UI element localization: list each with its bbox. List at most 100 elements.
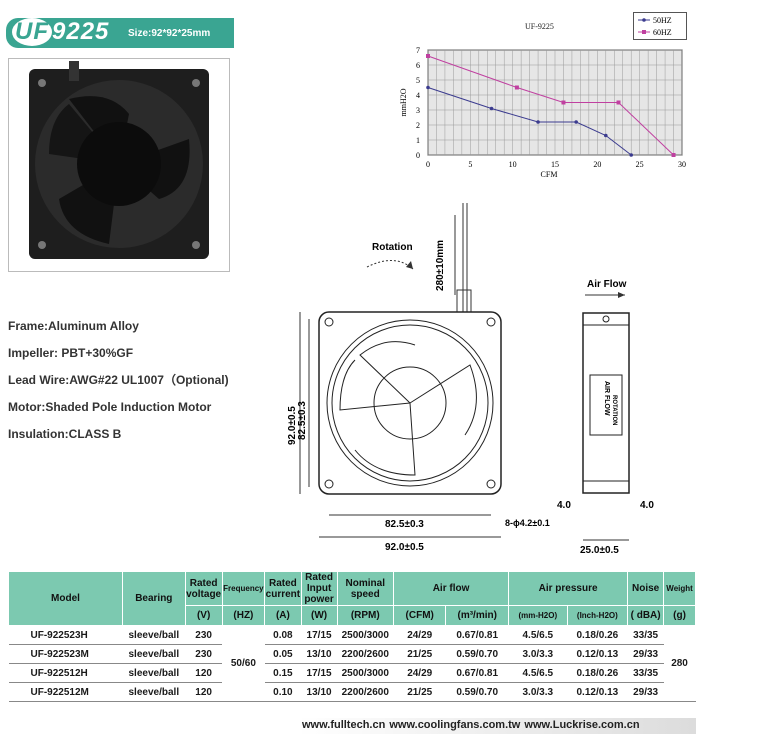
dim-outer-vertical: 92.0±0.5: [287, 406, 298, 445]
th-voltage: Rated voltage: [184, 571, 223, 606]
y-tick-label: 2: [416, 121, 420, 130]
spec-frame: Frame:Aluminum Alloy: [8, 319, 139, 333]
spec-list: Frame:Aluminum Alloy Impeller: PBT+30%GF…: [8, 318, 229, 453]
legend-50hz: 50HZ: [653, 16, 672, 25]
x-tick-label: 20: [593, 160, 601, 169]
cell-bearing: sleeve/ball: [122, 625, 186, 645]
x-tick-label: 0: [426, 160, 430, 169]
cell-power: 17/15: [301, 625, 338, 645]
rotation-arrow: [366, 260, 414, 270]
data-point: [616, 100, 621, 105]
chart-title: UF-9225: [525, 22, 554, 31]
data-point: [629, 153, 633, 157]
data-point: [489, 106, 494, 111]
unit-noise: ( dBA): [627, 605, 665, 626]
cell-noise: 33/35: [627, 663, 664, 683]
technical-drawing: Rotation 280±10mm 92.0±0.5 82.5±0.3 82.5…: [287, 203, 654, 556]
th-airflow: Air flow: [393, 571, 510, 606]
cell-mmh2o: 3.0/3.3: [508, 644, 568, 664]
data-point: [604, 133, 608, 138]
cell-cfm: 21/25: [393, 682, 446, 702]
series-line-50HZ: [427, 87, 632, 156]
cell-current: 0.05: [264, 644, 302, 664]
size-label: Size:92*92*25mm: [128, 28, 211, 39]
th-bearing: Bearing: [121, 571, 186, 626]
cell-speed: 2200/2600: [337, 644, 394, 664]
side-dim-left: 4.0: [557, 500, 571, 511]
table-row: UF-922512M sleeve/ball 120 0.10 13/10 22…: [8, 682, 696, 702]
cell-inch: 0.12/0.13: [567, 682, 628, 702]
x-tick-label: 25: [636, 160, 644, 169]
cell-speed: 2500/3000: [337, 625, 394, 645]
th-pressure: Air pressure: [508, 571, 629, 606]
unit-weight: (g): [663, 605, 696, 626]
cell-power: 17/15: [301, 663, 338, 683]
cell-noise: 33/35: [627, 625, 664, 645]
x-axis-label: CFM: [541, 170, 558, 179]
cell-voltage: 120: [185, 682, 223, 702]
cell-mmh2o: 3.0/3.3: [508, 682, 568, 702]
cell-mmh2o: 4.5/6.5: [508, 663, 568, 683]
unit-inchh2o: (Inch-H2O): [566, 605, 629, 626]
th-speed: Nominal speed: [336, 571, 395, 606]
cell-frequency: 50/60: [222, 625, 265, 702]
x-tick-label: 5: [468, 160, 472, 169]
y-tick-label: 4: [416, 91, 420, 100]
data-point: [536, 120, 540, 124]
y-tick-label: 1: [416, 136, 420, 145]
chart-legend: 50HZ 60HZ: [633, 12, 687, 40]
data-point: [426, 85, 430, 90]
x-tick-label: 10: [509, 160, 517, 169]
y-axis-label: mmH2O: [399, 88, 408, 116]
logo-model: 9225: [52, 18, 110, 45]
data-point: [426, 54, 430, 58]
spec-impeller: Impeller: PBT+30%GF: [8, 346, 134, 360]
cell-voltage: 230: [185, 644, 223, 664]
th-frequency: Frequency: [221, 571, 266, 606]
spec-lead-wire: Lead Wire:AWG#22 UL1007（Optional): [8, 373, 229, 387]
spec-motor: Motor:Shaded Pole Induction Motor: [8, 400, 212, 414]
table-row: UF-922523H sleeve/ball 230 50/60 0.08 17…: [8, 625, 696, 702]
table-row: UF-922512H sleeve/ball 120 0.15 17/15 25…: [8, 663, 696, 683]
cell-bearing: sleeve/ball: [122, 663, 186, 683]
th-weight: Weight: [663, 571, 696, 606]
cell-voltage: 120: [185, 663, 223, 683]
cell-current: 0.15: [264, 663, 302, 683]
cell-m3: 0.59/0.70: [445, 644, 509, 664]
unit-m3min: (m³/min): [445, 605, 510, 626]
spec-insulation: Insulation:CLASS B: [8, 427, 122, 441]
cell-speed: 2200/2600: [337, 682, 394, 702]
y-tick-label: 6: [416, 61, 420, 70]
unit-mmh2o: (mm-H2O): [508, 605, 568, 626]
data-point: [514, 85, 519, 90]
cell-inch: 0.18/0.26: [567, 625, 628, 645]
cell-bearing: sleeve/ball: [122, 644, 186, 664]
side-rotation-text: ROTATION: [611, 395, 617, 425]
cell-bearing: sleeve/ball: [122, 682, 186, 702]
unit-current: (A): [264, 605, 302, 626]
footer-urls: www.fulltech.cn www.coolingfans.com.tw w…: [302, 719, 640, 731]
x-tick-label: 15: [551, 160, 559, 169]
table-row: UF-922523M sleeve/ball 230 0.05 13/10 22…: [8, 644, 696, 664]
cell-noise: 29/33: [627, 682, 664, 702]
cell-cfm: 24/29: [393, 625, 446, 645]
thickness-label: 25.0±0.5: [580, 545, 619, 556]
cell-inch: 0.18/0.26: [567, 663, 628, 683]
cell-mmh2o: 4.5/6.5: [508, 625, 568, 645]
cell-voltage: 230: [185, 625, 223, 645]
cell-model: UF-922512M: [8, 682, 123, 702]
y-tick-label: 5: [416, 76, 420, 85]
cell-model: UF-922523M: [8, 644, 123, 664]
rotation-label: Rotation: [372, 242, 413, 253]
th-power: Rated Input power: [300, 571, 338, 606]
y-tick-label: 0: [416, 151, 420, 160]
cell-m3: 0.67/0.81: [445, 663, 509, 683]
hole-spec-label: 8-ϕ4.2±0.1: [505, 518, 550, 528]
data-point: [671, 153, 676, 157]
y-tick-label: 7: [416, 46, 420, 55]
lead-length-label: 280±10mm: [435, 240, 446, 291]
cell-inch: 0.12/0.13: [567, 644, 628, 664]
th-current: Rated current: [264, 571, 302, 606]
